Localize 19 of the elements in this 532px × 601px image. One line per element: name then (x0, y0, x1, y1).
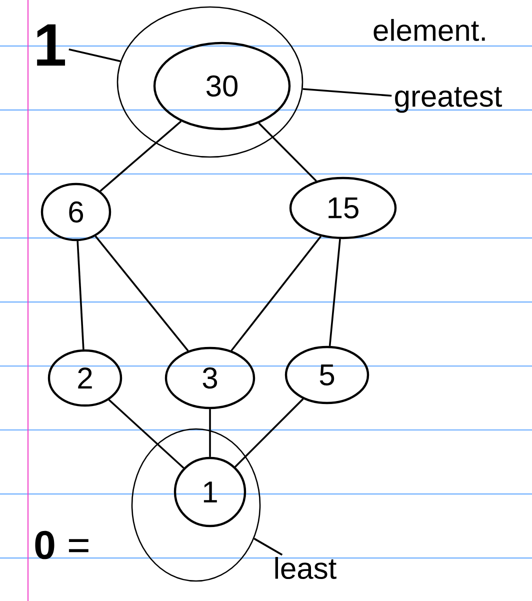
edge-line (100, 120, 182, 192)
highlight-circle (116, 6, 304, 158)
edge-line (328, 238, 341, 346)
highlight-circle (131, 428, 261, 582)
edge-line (108, 399, 184, 469)
handwritten-number: 1 (37, 24, 65, 66)
handwritten-note: least (275, 557, 336, 580)
leader-line (302, 88, 392, 97)
edge-line (234, 398, 304, 468)
edge-line (76, 241, 84, 350)
edge-line (230, 236, 322, 352)
handwritten-note: 0 = (35, 530, 88, 560)
edge-line (94, 236, 189, 352)
edge-line (209, 409, 211, 457)
handwritten-note: element. (374, 18, 485, 42)
leader-line (254, 538, 283, 556)
leader-line (68, 48, 121, 62)
edge-line (258, 122, 317, 182)
handwritten-note: greatest (395, 87, 502, 113)
